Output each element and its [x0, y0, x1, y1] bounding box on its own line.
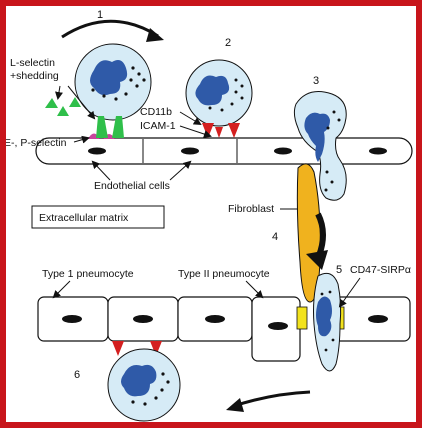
endothelial-nucleus	[369, 147, 387, 155]
shedding-label: +shedding	[10, 70, 59, 82]
granule	[220, 108, 224, 112]
granule	[124, 92, 128, 96]
step-number-3: 3	[313, 75, 319, 87]
endothelial-nucleus	[181, 147, 199, 155]
type1-pneumocyte-label: Type 1 pneumocyte	[42, 268, 134, 280]
endothelial-cells-label: Endothelial cells	[94, 180, 170, 192]
extracellular-matrix-box	[31, 205, 165, 229]
granule	[91, 88, 95, 92]
neutrophil-nucleus	[304, 112, 330, 162]
granule	[135, 84, 139, 88]
endothelial-nucleus	[88, 147, 106, 155]
shed-l-selectin	[57, 106, 69, 116]
granule	[114, 97, 118, 101]
step-number-6: 6	[74, 369, 80, 381]
step-number-5: 5	[336, 264, 342, 276]
neutrophil-nucleus	[121, 364, 157, 397]
granule	[240, 96, 244, 100]
granule	[324, 188, 328, 192]
adhesion-bond	[112, 341, 124, 356]
neutrophil-adhering	[185, 59, 253, 138]
endothelium	[35, 137, 413, 165]
neutrophil-transmigrating	[293, 91, 347, 201]
granule	[326, 126, 330, 130]
alveolar-epithelium	[37, 296, 411, 362]
fibroblast-label: Fibroblast	[228, 203, 274, 215]
e-p-selectin-pointer	[73, 135, 90, 144]
granule	[137, 72, 141, 76]
shed-l-selectin	[69, 97, 81, 107]
cd47-sirpa-pad	[296, 306, 308, 330]
type2-pointer	[245, 280, 264, 299]
type1-pointer	[52, 280, 71, 299]
neutrophil-nucleus	[195, 75, 230, 106]
granule	[330, 180, 334, 184]
neutrophil-rolling	[74, 43, 152, 138]
pneumocyte-nucleus	[268, 322, 288, 330]
pneumocyte-nucleus	[205, 315, 225, 323]
granule	[332, 110, 336, 114]
neutrophil-paracellular	[313, 272, 342, 372]
step-number-2: 2	[225, 37, 231, 49]
granule	[160, 388, 164, 392]
granule	[131, 400, 135, 404]
icam1-label: ICAM-1	[140, 120, 176, 132]
granule	[337, 118, 341, 122]
cd11b-label: CD11b	[140, 106, 172, 118]
granule	[331, 338, 335, 342]
cd47-sirpa-label: CD47-SIRPα	[350, 264, 411, 276]
extracellular-matrix-label: Extracellular matrix	[39, 212, 129, 224]
e-p-selectin-label: E-, P-selectin	[4, 137, 67, 149]
adhesion-bond	[150, 341, 162, 356]
cd11b-icam1-bond	[228, 123, 240, 138]
l-selectin-foot	[112, 116, 124, 138]
granule	[131, 66, 135, 70]
step6-arrowhead	[226, 398, 244, 412]
granule	[129, 78, 133, 82]
cd11b-icam1-bond	[215, 127, 223, 138]
granule	[143, 402, 147, 406]
neutrophil-nucleus	[90, 60, 128, 96]
step-number-1: 1	[97, 9, 103, 21]
step1-rolling-arrow	[61, 19, 159, 39]
granule	[320, 292, 324, 296]
granule	[324, 348, 328, 352]
type2-pneumocyte-label: Type II pneumocyte	[178, 268, 270, 280]
cd11b-pointer	[179, 111, 202, 126]
neutrophil-nucleus	[316, 296, 332, 337]
granule	[325, 170, 329, 174]
granule	[234, 78, 238, 82]
step6-return-arrow	[233, 390, 311, 408]
granule	[154, 396, 158, 400]
pneumocyte-nucleus	[368, 315, 388, 323]
granule	[161, 372, 165, 376]
granule	[230, 102, 234, 106]
pneumocyte-nucleus	[62, 315, 82, 323]
neutrophil-alveolar	[107, 341, 181, 422]
shed-l-selectin	[45, 98, 58, 108]
granule	[240, 84, 244, 88]
granule	[166, 380, 170, 384]
granule	[234, 90, 238, 94]
granule	[208, 106, 212, 110]
step4-arrowhead	[306, 250, 328, 270]
granule	[102, 94, 106, 98]
endothelial-pointer	[169, 160, 192, 181]
step1-arrowhead	[146, 28, 164, 42]
pneumocyte-nucleus	[133, 315, 153, 323]
endothelial-pointer	[91, 160, 111, 181]
l-selectin-pointer	[67, 85, 96, 120]
l-selectin-pointer	[55, 85, 63, 100]
granule	[142, 78, 146, 82]
cd47-pointer	[338, 277, 361, 308]
step-number-4: 4	[272, 231, 278, 243]
l-selectin-foot	[96, 116, 108, 138]
l-selectin-label: L-selectin	[10, 57, 55, 69]
granule	[328, 290, 332, 294]
icam1-pointer	[179, 125, 212, 138]
endothelial-nucleus	[274, 147, 292, 155]
